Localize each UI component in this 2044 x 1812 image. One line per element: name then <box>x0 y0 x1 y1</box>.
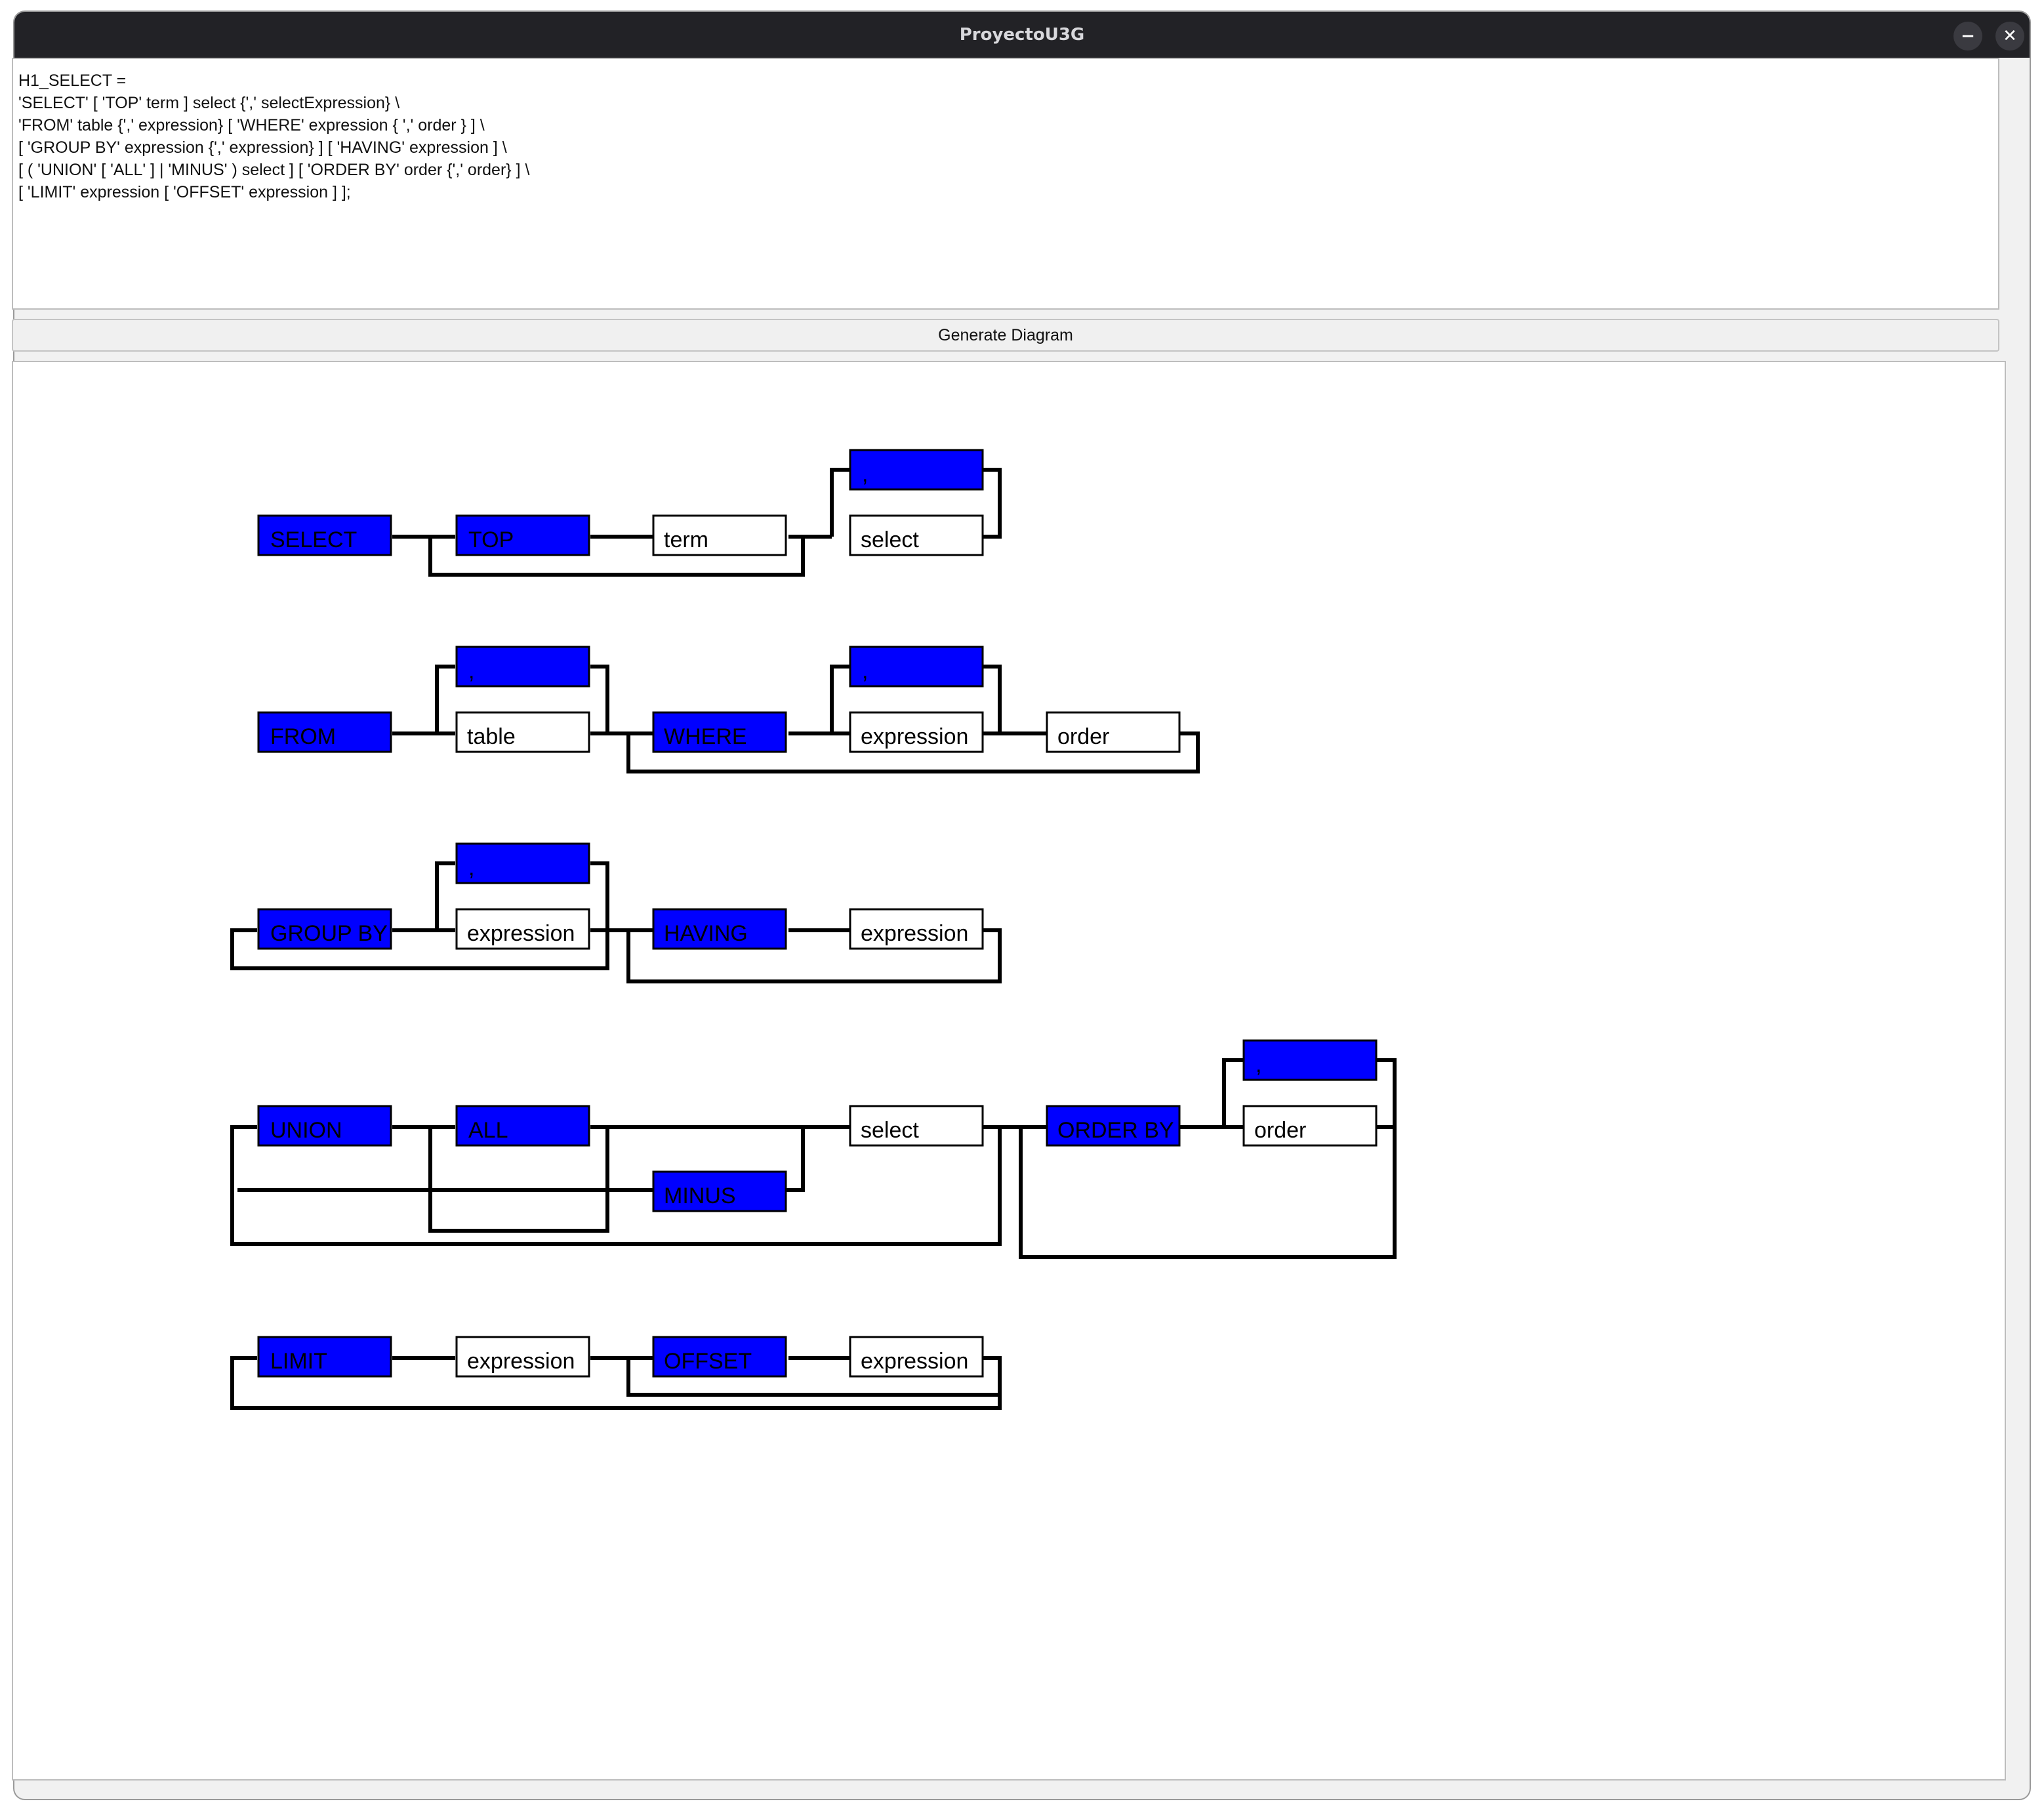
grammar-text-area[interactable]: H1_SELECT = 'SELECT' [ 'TOP' term ] sele… <box>12 58 1999 310</box>
keyword-label: MINUS <box>664 1184 736 1208</box>
keyword-box <box>652 1336 787 1378</box>
window-title: ProyectoU3G <box>959 25 1085 45</box>
keyword-box <box>455 1105 590 1147</box>
keyword-label: UNION <box>270 1118 342 1143</box>
grammar-line: [ ( 'UNION' [ 'ALL' ] | 'MINUS' ) select… <box>18 161 530 179</box>
keyword-label: HAVING <box>664 921 748 946</box>
keyword-box <box>257 1336 392 1378</box>
grammar-line: H1_SELECT = <box>18 72 127 90</box>
nonterminal-box <box>652 514 787 556</box>
nonterminal-box <box>849 711 984 753</box>
keyword-box <box>849 646 984 688</box>
keyword-label: OFFSET <box>664 1349 752 1374</box>
repeat-loop-line <box>830 468 1002 539</box>
keyword-box <box>455 646 590 688</box>
keyword-box <box>1046 1105 1181 1147</box>
nonterminal-label: expression <box>467 921 575 946</box>
bypass-line <box>626 1356 1002 1397</box>
nonterminal-label: table <box>467 724 516 749</box>
nonterminal-label: order <box>1254 1118 1306 1143</box>
keyword-box <box>455 842 590 884</box>
keyword-label: TOP <box>468 527 514 552</box>
grammar-line: 'SELECT' [ 'TOP' term ] select {',' sele… <box>18 94 400 112</box>
bypass-top-line <box>428 537 805 577</box>
repeat-loop-line <box>1222 1058 1397 1127</box>
repeat-loop-line <box>830 665 1002 733</box>
connector-line <box>626 731 1200 773</box>
keyword-label: , <box>862 659 868 684</box>
close-button[interactable]: ✕ <box>1995 22 2024 51</box>
bypass-line <box>626 928 1002 983</box>
repeat-loop-line <box>435 665 609 733</box>
keyword-label: SELECT <box>270 527 357 552</box>
minimize-button[interactable]: − <box>1953 22 1982 51</box>
keyword-box <box>257 711 392 753</box>
nonterminal-label: term <box>664 527 708 552</box>
keyword-label: , <box>862 462 868 487</box>
keyword-label: ALL <box>468 1118 508 1143</box>
from-row: FROM , table WHERE , expression order <box>257 646 1200 773</box>
nonterminal-box <box>849 908 984 950</box>
nonterminal-label: expression <box>467 1349 575 1374</box>
nonterminal-box <box>455 1336 590 1378</box>
nonterminal-box <box>849 514 984 556</box>
keyword-label: ORDER BY <box>1057 1118 1174 1143</box>
keyword-label: , <box>1256 1052 1261 1077</box>
nonterminal-label: expression <box>861 921 968 946</box>
keyword-box <box>257 1105 392 1147</box>
keyword-label: LIMIT <box>270 1349 327 1374</box>
select-row: SELECT TOP term , select <box>257 449 1002 577</box>
nonterminal-label: order <box>1057 724 1109 749</box>
keyword-box <box>652 908 787 950</box>
title-bar: ProyectoU3G − ✕ <box>14 12 2030 58</box>
nonterminal-label: expression <box>861 724 968 749</box>
connector-line <box>785 1127 805 1192</box>
nonterminal-box <box>455 908 590 950</box>
nonterminal-label: select <box>861 527 919 552</box>
nonterminal-label: select <box>861 1118 919 1143</box>
railroad-diagram: SELECT TOP term , select FROM , table <box>230 449 1397 1410</box>
grammar-line: [ 'GROUP BY' expression {',' expression}… <box>18 138 507 157</box>
keyword-label: , <box>468 659 474 684</box>
bypass-line <box>428 1127 609 1233</box>
keyword-label: FROM <box>270 724 336 749</box>
nonterminal-box <box>1242 1105 1378 1147</box>
keyword-box <box>652 711 787 753</box>
nonterminal-box <box>849 1336 984 1378</box>
group-by-row: GROUP BY , expression HAVING expression <box>230 842 1002 983</box>
connector-line <box>230 1125 1002 1246</box>
diagram-canvas: SELECT TOP term , select FROM , table <box>12 361 2006 1781</box>
union-row: UNION ALL MINUS select ORDER BY , order <box>230 1039 1397 1259</box>
keyword-label: GROUP BY <box>270 921 388 946</box>
grammar-line: 'FROM' table {',' expression} [ 'WHERE' … <box>18 116 485 134</box>
keyword-box <box>455 514 590 556</box>
repeat-loop-line <box>435 861 609 930</box>
keyword-box <box>257 908 392 950</box>
keyword-label: WHERE <box>664 724 747 749</box>
nonterminal-box <box>849 1105 984 1147</box>
limit-row: LIMIT expression OFFSET expression <box>230 1336 1002 1410</box>
nonterminal-label: expression <box>861 1349 968 1374</box>
keyword-label: , <box>468 855 474 880</box>
keyword-box <box>1242 1039 1378 1081</box>
bypass-line <box>1019 1125 1397 1259</box>
generate-diagram-button[interactable]: Generate Diagram <box>12 319 1999 352</box>
keyword-box <box>652 1170 787 1212</box>
nonterminal-box <box>455 711 590 753</box>
bypass-line <box>230 928 609 970</box>
nonterminal-box <box>1046 711 1181 753</box>
keyword-box <box>849 449 984 491</box>
keyword-box <box>257 514 392 556</box>
grammar-line: [ 'LIMIT' expression [ 'OFFSET' expressi… <box>18 183 351 201</box>
